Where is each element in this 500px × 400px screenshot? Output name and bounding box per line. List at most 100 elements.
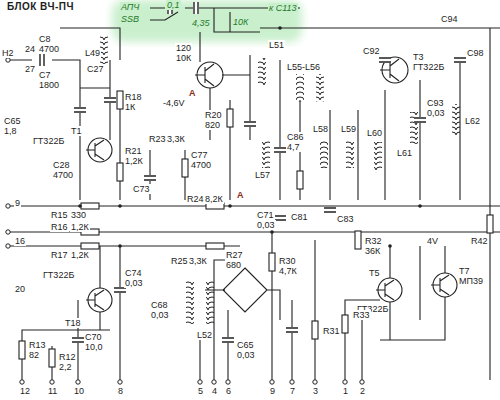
highlight-glow xyxy=(112,0,302,42)
resistor-symbol xyxy=(269,253,275,271)
pin-number: 20 xyxy=(14,284,26,294)
component-label: L52 xyxy=(196,330,213,340)
pin-number: 10 xyxy=(73,386,85,396)
pin-number: 3 xyxy=(312,386,319,396)
coil-symbol xyxy=(100,36,108,66)
component-label: С86 xyxy=(286,132,305,142)
pin-number: 6 xyxy=(225,386,232,396)
component-label: 1,2К xyxy=(70,222,90,232)
resistor-symbol xyxy=(227,109,233,127)
wire xyxy=(120,100,230,200)
junction-dot xyxy=(228,204,232,208)
transistor-symbol xyxy=(86,290,104,310)
coil-symbol xyxy=(320,140,328,168)
component-label: С28 xyxy=(52,160,71,170)
component-label: 10,0 xyxy=(84,342,104,352)
junction-dot xyxy=(278,26,282,30)
junction-dot xyxy=(78,204,82,208)
capacitor-symbol xyxy=(39,2,466,343)
junction-dot xyxy=(78,26,422,248)
component-label: R18 xyxy=(124,92,143,102)
component-label: R32 xyxy=(364,236,383,246)
component-label: SSB xyxy=(120,14,140,24)
component-label: L55-L56 xyxy=(286,62,321,72)
component-label: R33 xyxy=(352,310,371,320)
component-label: R31 xyxy=(322,326,341,336)
pin-number: 82 xyxy=(28,350,40,360)
resistor-symbol xyxy=(312,321,318,339)
component-label: Т3 xyxy=(412,52,425,62)
wire xyxy=(200,32,250,140)
capacitor-symbol xyxy=(274,215,286,221)
pin-terminal xyxy=(290,380,294,384)
component-label: ГТ322Б xyxy=(42,270,75,280)
component-label: С74 xyxy=(124,268,143,278)
pin-number: 7 xyxy=(289,386,296,396)
component-label: L57 xyxy=(254,170,271,180)
component-label: 1К xyxy=(124,102,136,112)
pin-terminal xyxy=(360,380,364,384)
capacitor-symbol xyxy=(104,97,116,103)
capacitor-symbol xyxy=(72,337,84,343)
pin-terminal xyxy=(76,380,80,384)
component-label: R23 xyxy=(148,134,167,144)
component-label: С27 xyxy=(86,64,105,74)
junction-dot xyxy=(418,204,422,208)
pin-terminal xyxy=(6,230,10,234)
wire xyxy=(8,206,500,246)
component-label: Т5 xyxy=(368,268,381,278)
component-label: ГТ322Б xyxy=(412,62,445,72)
coil-symbol xyxy=(258,58,266,86)
component-label: С7 xyxy=(38,70,52,80)
component-label: 4,35 xyxy=(191,18,211,28)
coil-symbol xyxy=(410,112,418,144)
coil-symbol xyxy=(452,104,460,136)
coil-symbol xyxy=(316,74,324,102)
pin-number: 1 xyxy=(342,386,349,396)
component-label: 0,03 xyxy=(124,278,144,288)
coil-symbol xyxy=(346,140,354,168)
pin-number: 9 xyxy=(269,386,276,396)
component-label: 2,2 xyxy=(58,362,73,372)
pin-terminal xyxy=(198,380,202,384)
capacitor-symbol xyxy=(74,107,86,113)
component-label: С92 xyxy=(362,46,381,56)
component-label: L59 xyxy=(340,124,357,134)
resistor-symbol xyxy=(342,315,348,333)
component-label: R24 xyxy=(186,194,205,204)
component-label: С93 xyxy=(426,98,445,108)
component-label: L58 xyxy=(312,124,329,134)
transistor-symbol xyxy=(195,64,214,86)
pin-terminal xyxy=(118,380,122,384)
component-label: -4,6V xyxy=(162,98,186,108)
capacitor-symbol xyxy=(274,147,286,153)
capacitor-symbol xyxy=(286,327,298,333)
component-label: С77 xyxy=(190,150,209,160)
component-label: 3,3К xyxy=(166,134,186,144)
component-label: 1,8 xyxy=(3,126,18,136)
resistor-symbol xyxy=(487,215,493,233)
wire xyxy=(8,60,110,200)
wire xyxy=(280,28,490,380)
component-label: R17 xyxy=(50,250,69,260)
component-label: С70 xyxy=(84,332,103,342)
pin-number: 27 xyxy=(24,64,36,74)
component-label: L62 xyxy=(464,116,481,126)
component-label: С8 xyxy=(38,34,52,44)
transistor-symbol xyxy=(431,275,449,295)
component-label: к С113 xyxy=(268,3,298,13)
transistor-symbol xyxy=(86,57,457,312)
capacitor-symbol xyxy=(379,57,391,63)
pin-terminal xyxy=(20,380,24,384)
component-label: R12 xyxy=(58,352,77,362)
pin-number: 820 xyxy=(204,120,221,130)
pin-terminal xyxy=(6,204,10,208)
capacitor-symbol xyxy=(244,121,256,127)
component-label: 0,03 xyxy=(256,220,276,230)
coil-symbol xyxy=(262,140,270,168)
pin-number: 24 xyxy=(24,44,36,54)
component-label: С83 xyxy=(336,214,355,224)
component-label: 0,1 xyxy=(166,0,181,10)
capacitor-symbol xyxy=(193,2,199,14)
